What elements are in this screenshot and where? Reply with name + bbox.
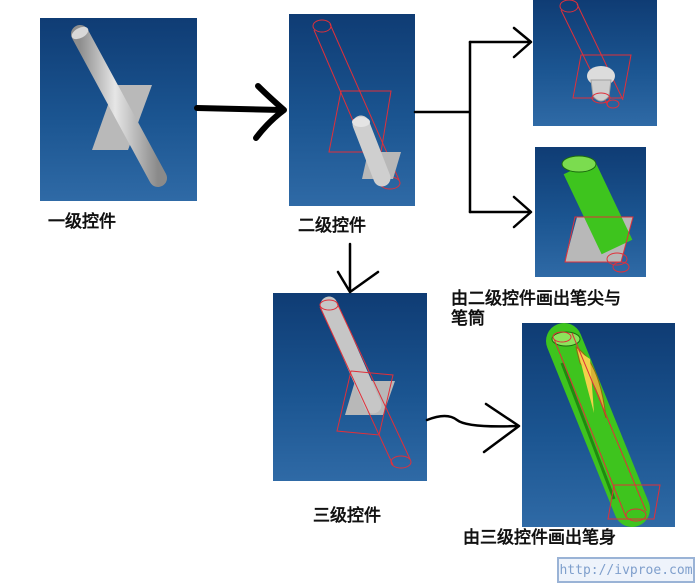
arrow-to-pen-tip [468,26,533,59]
level2-model [312,19,401,190]
panel-level2 [289,14,415,206]
caption-pen-body: 由三级控件画出笔身 [463,528,616,548]
caption-level3: 三级控件 [313,506,381,526]
pen-body-model [546,323,661,527]
arrow-level3-to-body [425,402,521,454]
pen-cap-model [561,155,634,273]
watermark-link[interactable]: http://ivproe.com [557,557,695,583]
arrow-to-pen-cap [468,195,533,229]
arrow-branch-trunk [413,40,472,214]
panel-pen-body [522,323,675,527]
caption-tip-line2: 笔筒 [451,309,485,329]
panel-level3 [273,293,427,481]
caption-level1: 一级控件 [48,212,116,232]
caption-level2: 二级控件 [298,216,366,236]
panel-pen-cap [535,147,646,277]
pen-tip-model [559,0,632,109]
arrow-level1-to-level2 [194,83,287,141]
level1-model [71,25,167,187]
panel-pen-tip [533,0,657,126]
arrow-level2-to-level3 [336,242,380,294]
panel-level1 [40,18,197,201]
level3-model [319,296,412,469]
caption-tip-line1: 由二级控件画出笔尖与 [451,289,621,309]
cylinder-rod [71,25,167,187]
